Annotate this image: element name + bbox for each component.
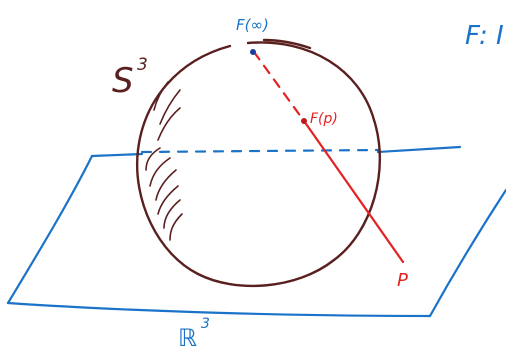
- plane-r3: [6, 145, 506, 318]
- point-p-label: P: [397, 270, 408, 291]
- plane-right-edge: [428, 188, 506, 318]
- sphere-outline: [135, 41, 382, 288]
- sphere-top-gap: [262, 38, 312, 50]
- sphere-label-exponent: 3: [137, 55, 148, 75]
- projection-line-dashed: [252, 50, 306, 123]
- space-label: ℝ: [178, 324, 197, 352]
- image-point-label: F(p): [310, 111, 338, 127]
- plane-back-edge-right: [376, 145, 462, 154]
- plane-front-edge: [6, 301, 432, 318]
- plane-hidden-line: [140, 148, 380, 154]
- plane-back-edge-left: [90, 152, 144, 158]
- sphere-s3: [135, 38, 382, 288]
- image-point: [301, 118, 307, 124]
- space-label-exponent: 3: [201, 316, 210, 332]
- map-label-fragment: F: I: [465, 21, 504, 51]
- north-pole-point: [250, 49, 256, 55]
- north-pole-label: F(∞): [236, 16, 269, 34]
- projection-line: [252, 50, 405, 264]
- sphere-label: S: [112, 61, 134, 101]
- plane-left-edge: [6, 154, 94, 305]
- projection-line-solid: [302, 119, 405, 264]
- sphere-shading: [145, 81, 183, 241]
